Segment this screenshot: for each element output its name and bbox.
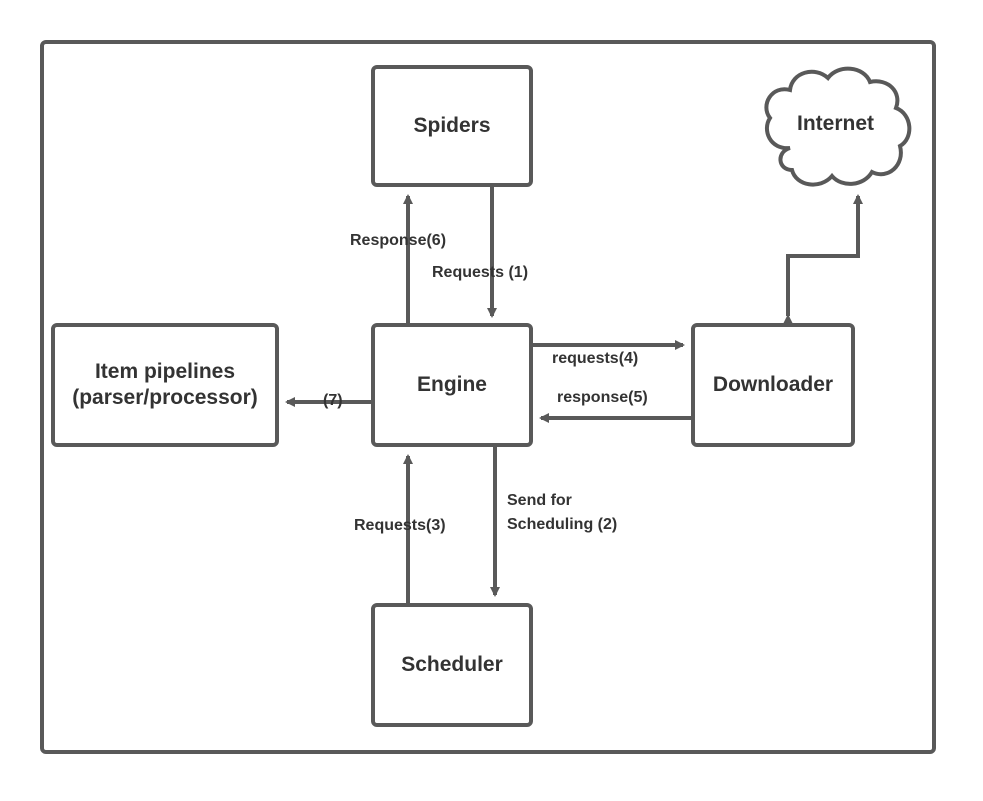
requests4-label: requests(4) [552, 350, 639, 367]
spiders-label: Spiders [413, 114, 491, 137]
response5-label: response(5) [557, 389, 648, 406]
downloader-label: Downloader [712, 373, 834, 396]
engine-label: Engine [416, 373, 487, 396]
diagram-frame [40, 40, 936, 754]
send-line2-label: Scheduling (2) [507, 516, 618, 533]
scheduler-node: Scheduler [371, 603, 533, 727]
requests3-label: Requests(3) [354, 517, 446, 534]
item-pipelines-node: Item pipelines (parser/processor) [51, 323, 279, 447]
response6-label: Response(6) [350, 232, 447, 249]
engine-node: Engine [371, 323, 533, 447]
send-line1-label: Send for [507, 492, 572, 509]
downloader-node: Downloader [691, 323, 855, 447]
item-pipelines-label: Item pipelines (parser/processor) [72, 359, 258, 411]
seven-label: (7) [323, 392, 343, 409]
internet-label: Internet [797, 112, 875, 135]
item-pipelines-line2: (parser/processor) [72, 386, 258, 409]
spiders-node: Spiders [371, 65, 533, 187]
scheduler-label: Scheduler [401, 653, 503, 676]
requests1-label: Requests (1) [432, 264, 529, 281]
item-pipelines-line1: Item pipelines [94, 360, 236, 383]
internet-cloud-shape [764, 66, 912, 187]
edge-internet [783, 194, 863, 324]
